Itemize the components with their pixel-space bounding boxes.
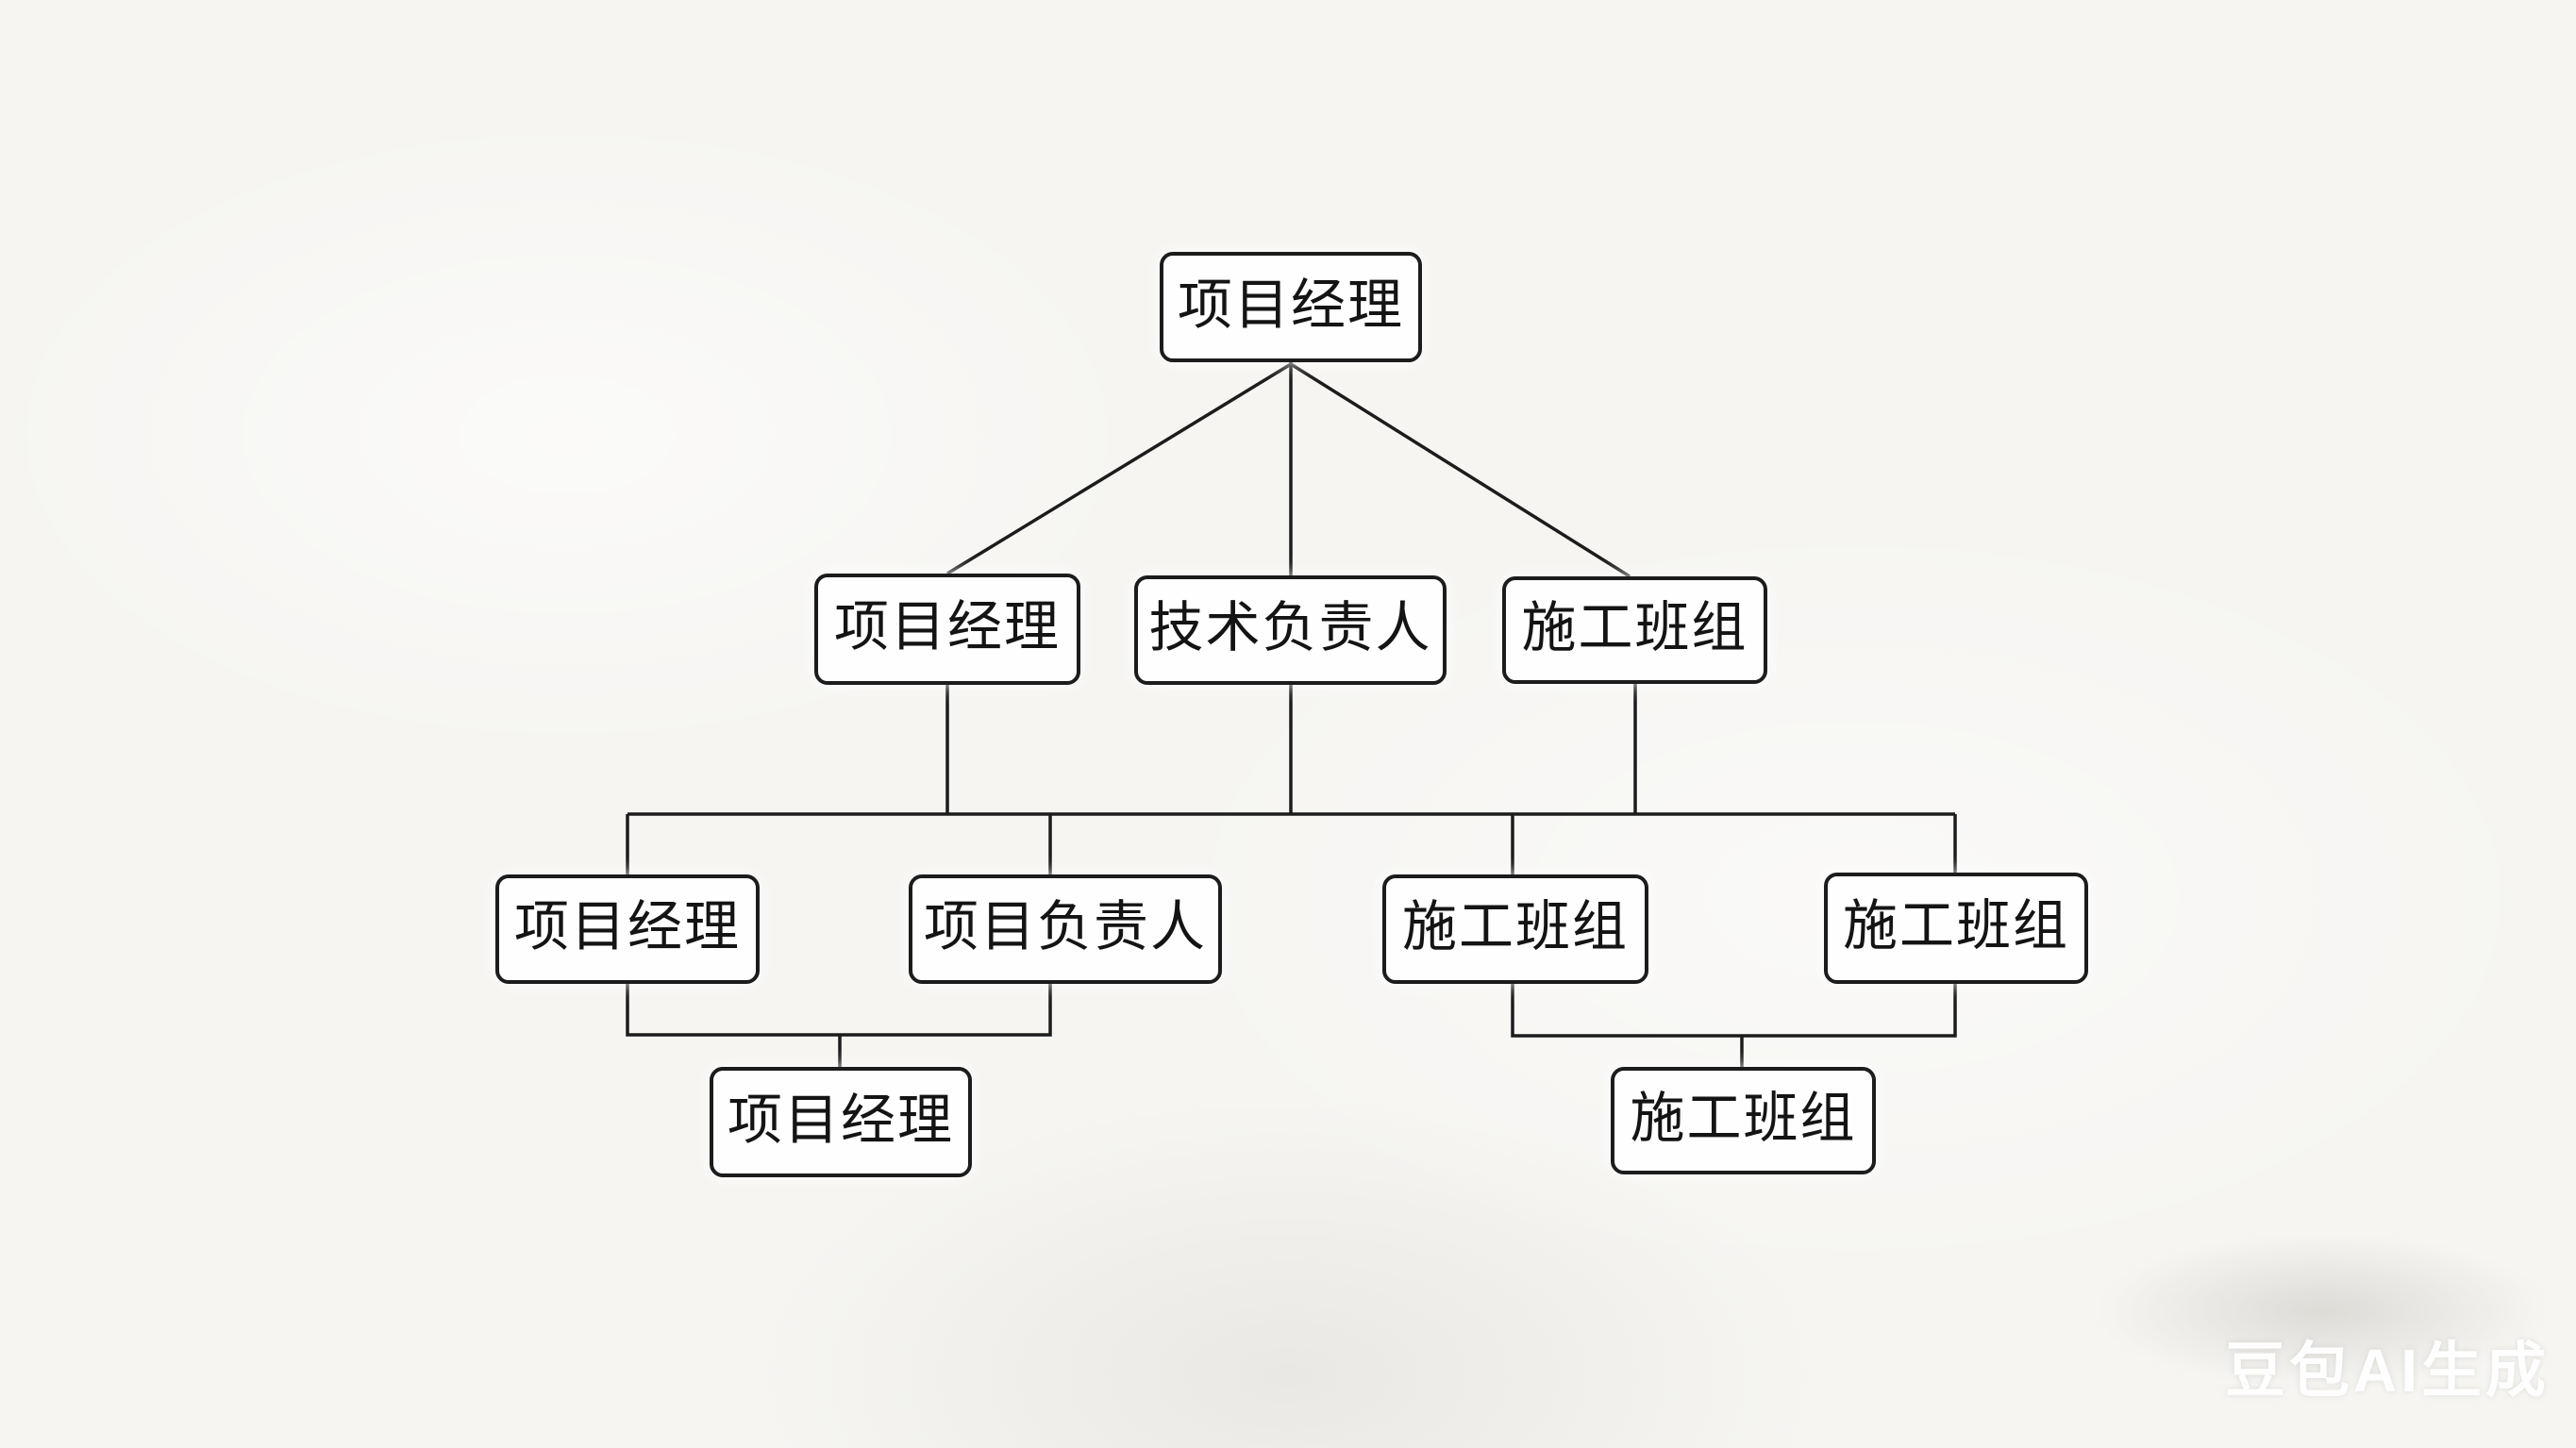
- connector-level3-left-pair-connector: [626, 984, 1052, 1037]
- org-node-label-level2-technical-lead: 技术负责人: [1148, 597, 1432, 658]
- org-node-label-level2-construction-crew: 施工班组: [1521, 597, 1748, 658]
- watermark-text: 豆包AI生成: [2225, 1337, 2550, 1405]
- connector-level3-right-pair-connector: [1511, 984, 1957, 1038]
- org-node-label-level3-project-lead: 项目负责人: [923, 896, 1207, 957]
- org-node-level3-construction-crew-a: 施工班组: [1382, 874, 1648, 984]
- org-node-level1-project-manager: 项目经理: [1160, 252, 1422, 362]
- org-node-level3-construction-crew-b: 施工班组: [1824, 873, 2088, 984]
- org-node-label-level3-project-manager: 项目经理: [513, 896, 741, 957]
- org-node-label-level3-construction-crew-a: 施工班组: [1401, 896, 1629, 957]
- connector-root-to-level2-right: [1290, 362, 1631, 578]
- org-node-level2-construction-crew: 施工班组: [1502, 576, 1767, 684]
- org-node-level4-project-manager: 项目经理: [710, 1067, 972, 1177]
- org-node-level3-project-lead: 项目负责人: [909, 874, 1222, 984]
- org-node-level3-project-manager: 项目经理: [495, 874, 760, 984]
- connector-root-to-level2-left: [946, 362, 1292, 575]
- org-node-label-level4-project-manager: 项目经理: [727, 1089, 954, 1151]
- org-node-label-level1-project-manager: 项目经理: [1177, 274, 1404, 336]
- org-node-label-level3-construction-crew-b: 施工班组: [1842, 895, 2069, 957]
- org-node-level4-construction-crew: 施工班组: [1611, 1067, 1876, 1174]
- org-node-label-level4-construction-crew: 施工班组: [1630, 1088, 1857, 1149]
- org-node-level2-technical-lead: 技术负责人: [1134, 575, 1447, 685]
- org-node-label-level2-project-manager: 项目经理: [833, 596, 1061, 657]
- org-node-level2-project-manager: 项目经理: [814, 574, 1080, 685]
